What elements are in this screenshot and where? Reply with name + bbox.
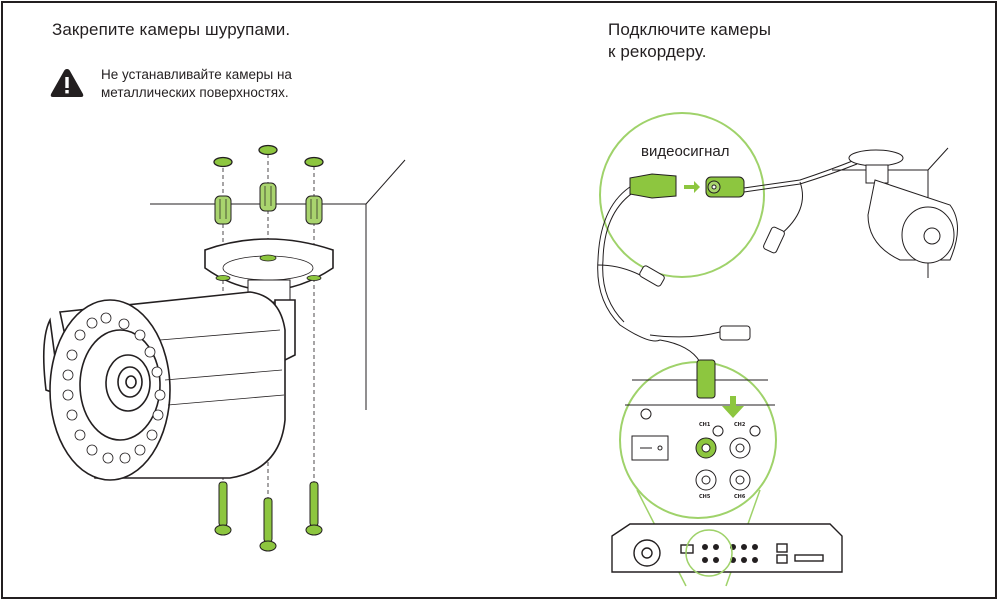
warning-message: Не устанавливайте камеры на металлически… (101, 66, 292, 102)
channel-label: CH5 (699, 494, 711, 500)
step-title-mount: Закрепите камеры шурупами. (52, 20, 291, 39)
dvr-recorder (611, 523, 843, 573)
video-callout-circle (599, 112, 765, 278)
ir-leds (62, 312, 166, 464)
step-title-connect-line-1: Подключите камеры (608, 20, 772, 39)
warning-triangle-icon (50, 69, 84, 97)
warning-line-2: металлических поверхностях. (101, 85, 289, 100)
camera-illustration (42, 291, 296, 481)
channel-label: CH1 (699, 422, 711, 428)
channel-label: CH2 (734, 422, 746, 428)
step-title-connect-line-2: к рекордеру. (608, 42, 707, 61)
screws (214, 481, 323, 552)
arrow-down-icon (722, 396, 744, 418)
wall-anchors (214, 182, 323, 225)
step-title-connect: Подключите камеры к рекордеру. (608, 19, 771, 63)
video-signal-label: видеосигнал (641, 143, 730, 160)
camera-small-illustration (832, 147, 958, 278)
corner-line (365, 159, 406, 205)
dvr-ports (702, 544, 758, 563)
bnc-plug (696, 359, 716, 399)
bnc-connectors (629, 173, 745, 199)
warning-line-1: Не устанавливайте камеры на (101, 67, 292, 82)
dc-connectors (639, 226, 785, 341)
bnc-ports (695, 437, 751, 491)
cables (597, 159, 858, 363)
port-highlight-circle (685, 529, 733, 577)
dvr-panel-detail (625, 379, 775, 461)
washers (213, 144, 324, 168)
arrow-right-icon (684, 181, 700, 193)
mount-base (204, 238, 334, 303)
channel-label: CH6 (734, 494, 746, 500)
